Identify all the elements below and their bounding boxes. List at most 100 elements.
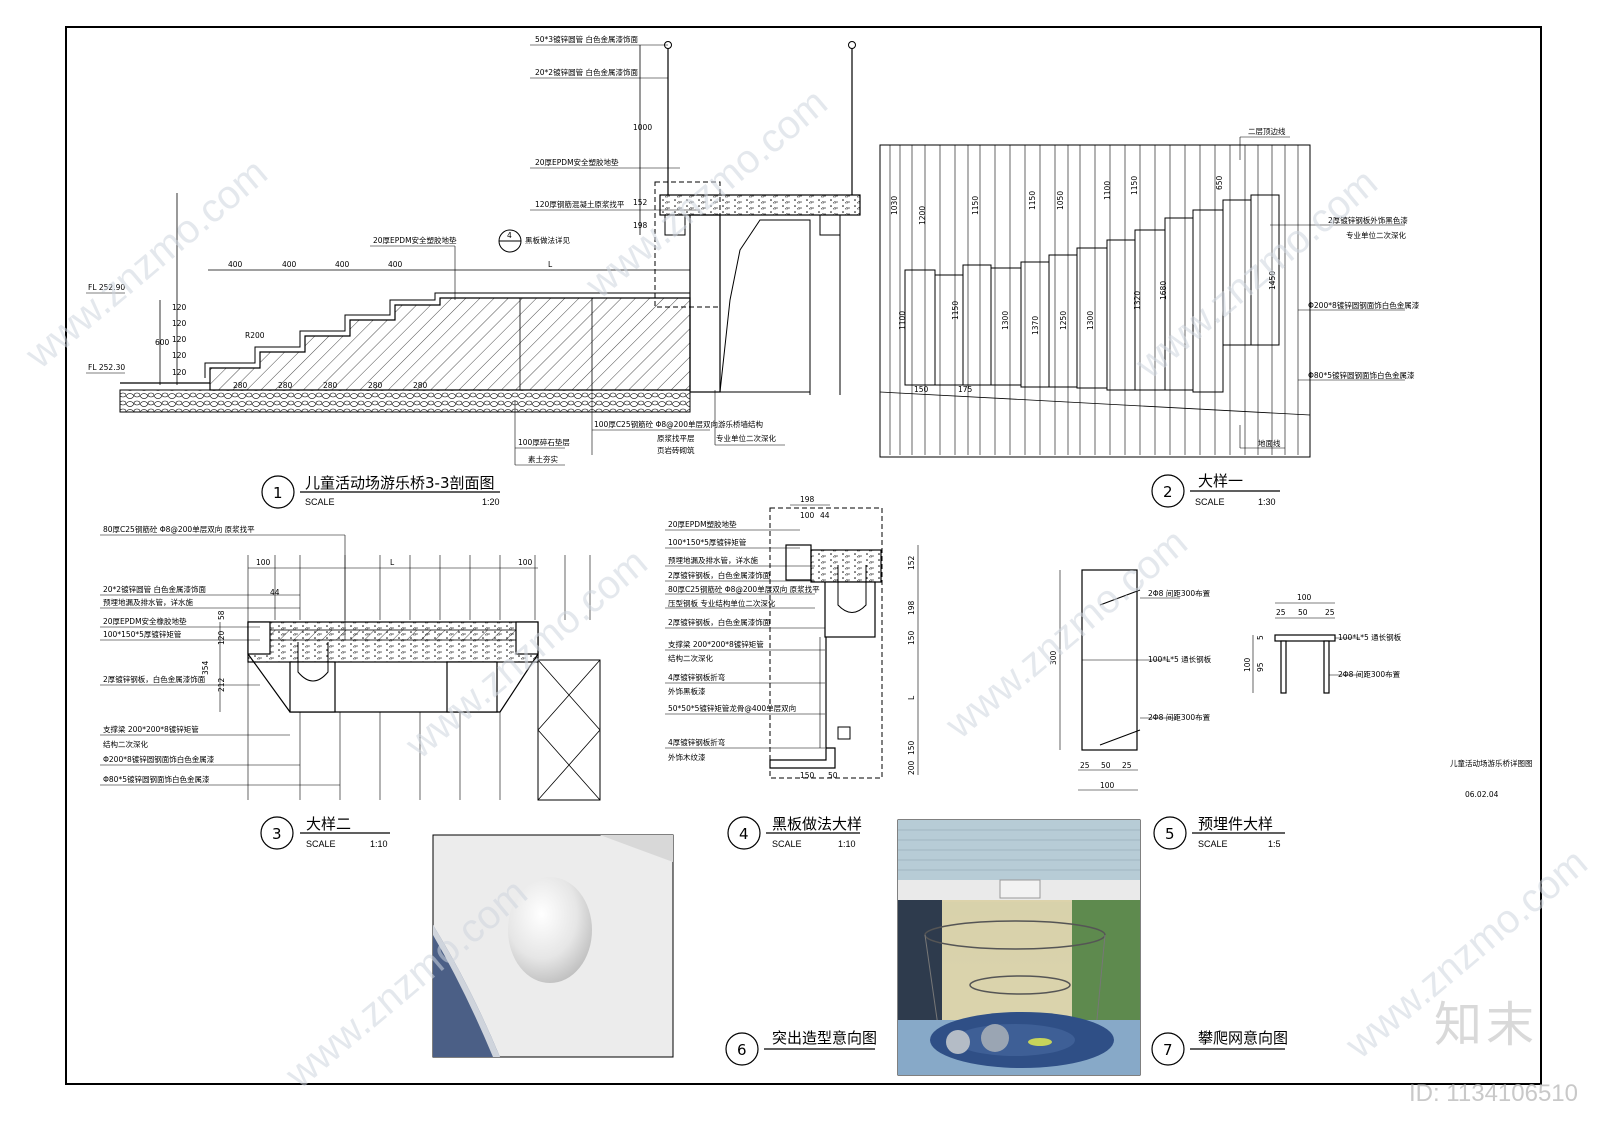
dim-label: 1450	[1268, 271, 1277, 290]
dim-label: 100	[1100, 781, 1115, 790]
dim-label: 150	[800, 771, 815, 780]
note: 4厚镀锌钢板折弯	[668, 672, 725, 682]
dim-label: 50	[1298, 608, 1308, 617]
dim-label: 120	[172, 319, 187, 328]
dim-label: 1050	[1056, 191, 1065, 210]
detail-title-7: 7 攀爬网意向图	[1151, 1029, 1288, 1066]
note: 2厚镀锌钢板，白色金属漆饰面	[668, 617, 771, 627]
dim-label: 200	[907, 760, 916, 775]
note: 80厚C25钢筋砼 Φ8@200单层双向 原浆找平	[103, 524, 255, 534]
dim-label: 58	[217, 610, 226, 620]
dim-label: 1150	[971, 196, 980, 215]
detail-5-drawing	[1059, 569, 1360, 791]
dim-label: 120	[217, 630, 226, 645]
dim-label: 100	[518, 558, 533, 567]
dim-label: 25	[1276, 608, 1286, 617]
detail-5-dims: 300 25 50 25 100 100 25 50 25 100 5 95	[1049, 593, 1335, 790]
detail-2-notes: 二层顶边线 2厚镀锌钢板外饰黑色漆 专业单位二次深化 Φ200*8镀锌圆钢面饰白…	[1248, 126, 1420, 448]
note: 120厚钢筋混凝土原浆找平	[535, 199, 625, 209]
detail-number: 5	[1165, 825, 1175, 843]
note: 结构二次深化	[668, 653, 713, 663]
note: 地面线	[1258, 438, 1281, 448]
dim-label: 120	[172, 368, 187, 377]
dim-label: 1030	[890, 196, 899, 215]
note: 50*50*5镀锌矩管龙骨@400单层双向	[668, 703, 796, 713]
note: 80厚C25钢筋砼 Φ8@200单层双向 原浆找平	[668, 584, 820, 594]
dim-label: 354	[201, 660, 210, 675]
note: 预埋地漏及排水管，详水施	[668, 555, 758, 565]
detail-title: 预埋件大样	[1198, 815, 1273, 833]
dim-label: 280	[323, 381, 338, 390]
dim-label: 50	[828, 771, 838, 780]
dim-label: 152	[907, 555, 916, 570]
dim-label: 600	[155, 338, 170, 347]
dim-label: 150	[907, 630, 916, 645]
sheet-border	[65, 26, 1542, 1085]
note: 100*L*5 通长钢板	[1338, 632, 1402, 642]
note: 黑板做法详见	[525, 235, 570, 245]
dim-label: 1000	[633, 123, 652, 132]
scale-value: 1:20	[482, 497, 500, 507]
dim-label: 120	[172, 335, 187, 344]
detail-4-drawing	[665, 504, 919, 779]
note: Φ80*5镀锌圆钢面饰白色金属漆	[1308, 370, 1415, 380]
note: 游乐桥墙结构	[718, 419, 763, 429]
dim-label: L	[907, 695, 916, 700]
note: 4厚镀锌钢板折弯	[668, 737, 725, 747]
note: 20厚EPDM安全塑胶地垫	[535, 157, 619, 167]
dim-label: 100	[800, 511, 815, 520]
detail-4-notes: 20厚EPDM塑胶地垫 100*150*5厚镀锌矩管 预埋地漏及排水管，详水施 …	[668, 519, 820, 762]
climbing-net-render-image	[897, 819, 1141, 1076]
dim-label: 152	[633, 198, 648, 207]
section-1-drawing: 4 FL 252.90 FL 252.30	[86, 41, 861, 466]
detail-3-drawing	[100, 534, 601, 801]
bump-render-image	[432, 834, 674, 1058]
scale-label: SCALE	[1198, 839, 1228, 849]
note: 2Φ8 间距300布置	[1148, 588, 1211, 598]
dim-label: 150	[907, 740, 916, 755]
note: 20*2镀锌圆管 白色金属漆饰面	[103, 584, 206, 594]
dim-label: 44	[820, 511, 830, 520]
dim-label: 400	[282, 260, 297, 269]
dim-label: 198	[800, 495, 815, 504]
section-1-callout-number: 4	[507, 231, 512, 240]
note: Φ200*8镀锌圆钢面饰白色金属漆	[1308, 300, 1420, 310]
dim-label: 50	[1101, 761, 1111, 770]
note: 100*L*5 通长钢板	[1148, 654, 1212, 664]
dim-label: 280	[233, 381, 248, 390]
note: Φ80*5镀锌圆钢面饰白色金属漆	[103, 774, 210, 784]
detail-title-6: 6 突出造型意向图	[725, 1029, 877, 1066]
scale-label: SCALE	[306, 839, 336, 849]
dim-label: R200	[245, 331, 265, 340]
section-1-notes: 50*3镀锌圆管 白色金属漆饰面 20*2镀锌圆管 白色金属漆饰面 20厚EPD…	[373, 34, 776, 464]
note: 外饰黑板漆	[668, 686, 706, 696]
dim-label: 1150	[951, 301, 960, 320]
dim-label: 1150	[1028, 191, 1037, 210]
dim-label: 212	[217, 677, 226, 692]
dim-label: 25	[1080, 761, 1090, 770]
note: 支撑梁 200*200*8镀锌矩管	[668, 639, 764, 649]
watermark-text: www.znzmo.com	[1127, 160, 1386, 387]
dim-label: 5	[1256, 635, 1265, 640]
detail-3-notes: 80厚C25钢筋砼 Φ8@200单层双向 原浆找平 20*2镀锌圆管 白色金属漆…	[103, 524, 255, 784]
sheet-number: 06.02.04	[1465, 790, 1499, 799]
scale-label: SCALE	[772, 839, 802, 849]
detail-title: 大样一	[1198, 472, 1243, 490]
dim-label: 100	[1297, 593, 1312, 602]
note: 专业单位二次深化	[716, 433, 776, 443]
dim-label: 400	[335, 260, 350, 269]
detail-title: 突出造型意向图	[772, 1029, 877, 1047]
detail-title: 大样二	[306, 815, 351, 833]
note: 20*2镀锌圆管 白色金属漆饰面	[535, 67, 638, 77]
note: 20厚EPDM塑胶地垫	[668, 519, 737, 529]
section-1-dims: 400 400 400 400 L 600 120 120 120 120 12…	[155, 123, 652, 390]
detail-title-2: 2 大样一 SCALE 1:30	[1151, 472, 1280, 508]
note: 二层顶边线	[1248, 126, 1286, 136]
note: 100*150*5厚镀锌矩管	[668, 537, 747, 547]
detail-number: 2	[1163, 483, 1173, 501]
scale-value: 1:30	[1258, 497, 1276, 507]
detail-5-notes: 2Φ8 间距300布置 100*L*5 通长钢板 2Φ8 间距300布置 100…	[1148, 588, 1402, 722]
dim-label: 280	[368, 381, 383, 390]
dim-label: 25	[1122, 761, 1132, 770]
